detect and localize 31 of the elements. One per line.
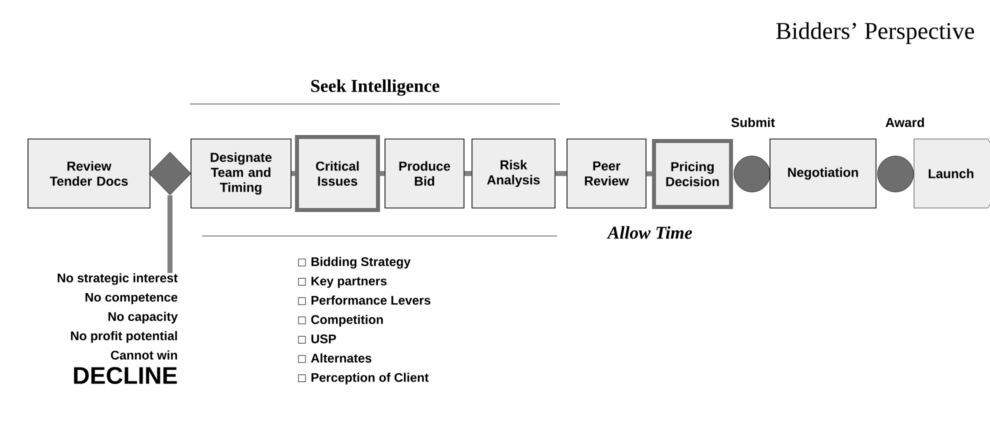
connector [646, 171, 652, 176]
checklist-item: Competition [298, 314, 383, 326]
connector [168, 195, 172, 273]
reason-list: No strategic interest No competence No capacity No profit potential Cannot win DECLINE [58, 273, 178, 384]
process-box: Critical Issues [295, 135, 380, 212]
connector [555, 171, 567, 176]
process-box: Review Tender Docs [28, 138, 150, 208]
section-heading: Allow Time [606, 226, 692, 239]
process-box: Peer Review [566, 138, 646, 208]
checklist-item: Alternates [298, 353, 372, 363]
arrow-box: Launch [914, 138, 990, 208]
process-box: Risk Analysis [472, 138, 556, 208]
milestone-label: Award [886, 118, 924, 128]
process-box: Designate Team and Timing [190, 138, 292, 208]
process-box: Negotiation [770, 138, 876, 208]
connector [291, 171, 295, 176]
checklist-item: Bidding Strategy [298, 256, 411, 269]
checklist-item: Perception of Client [298, 372, 429, 384]
connector [380, 171, 385, 176]
process-box: Pricing Decision [652, 139, 733, 209]
checklist-item: USP [298, 334, 336, 344]
checklist-item: Key partners [298, 276, 387, 288]
decision-diamond [148, 152, 192, 196]
milestone-circle [734, 156, 770, 192]
title: Bidders’ Perspective [776, 22, 974, 44]
milestone-circle [877, 156, 914, 192]
connector [464, 171, 472, 176]
checklist-item: Performance Levers [298, 296, 430, 305]
section-heading: Seek Intelligence [311, 79, 440, 96]
milestone-label: Submit [731, 118, 775, 128]
process-box: Produce Bid [384, 138, 464, 208]
